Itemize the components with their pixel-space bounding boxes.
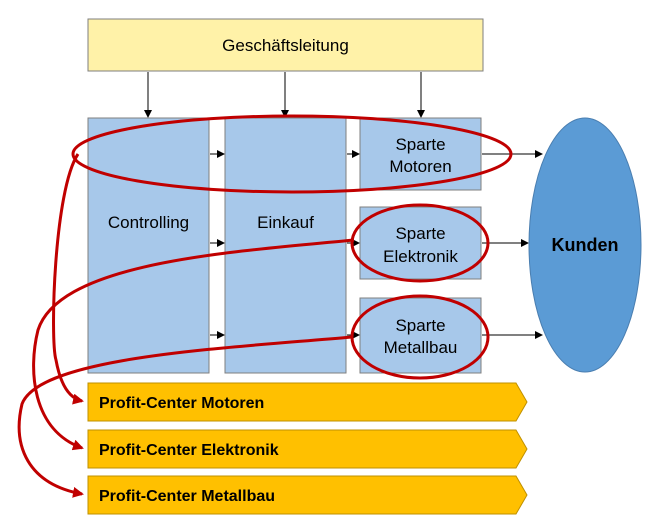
division-electronics-box: Sparte Elektronik <box>359 206 482 280</box>
customers-ellipse <box>528 117 642 373</box>
division-electronics-shape <box>359 206 482 280</box>
profit-center-metalwork-shape <box>87 475 528 515</box>
profit-center-electronics-label: Profit-Center Elektronik <box>99 442 279 459</box>
division-metalwork-shape <box>359 297 482 374</box>
management-arrows <box>144 72 425 118</box>
division-electronics-line1: Sparte <box>395 224 445 243</box>
profit-center-electronics: Profit-Center Elektronik <box>87 429 528 469</box>
profit-center-electronics-shape <box>87 429 528 469</box>
profit-center-motors-label: Profit-Center Motoren <box>99 395 264 412</box>
profit-center-links <box>17 153 355 498</box>
highlight-row-motors <box>71 114 513 194</box>
highlight-electronics <box>350 203 490 283</box>
profit-center-motors-shape <box>87 382 528 422</box>
controlling-box: Controlling <box>87 117 210 374</box>
controlling-box-shape <box>87 117 210 374</box>
link-motors-to-profit-center <box>52 153 84 405</box>
profit-center-metalwork: Profit-Center Metallbau <box>87 475 528 515</box>
link-electronics-to-profit-center <box>32 238 355 451</box>
management-box-shape <box>87 18 484 72</box>
division-electronics-line2: Elektronik <box>383 247 458 266</box>
link-metalwork-to-profit-center <box>17 335 353 498</box>
controlling-label: Controlling <box>108 213 189 232</box>
division-metalwork-line1: Sparte <box>395 316 445 335</box>
division-metalwork-line2: Metallbau <box>384 338 458 357</box>
customers-node: Kunden <box>528 117 642 373</box>
management-label: Geschäftsleitung <box>222 36 349 55</box>
management-box: Geschäftsleitung <box>87 18 484 72</box>
division-motors-line1: Sparte <box>395 135 445 154</box>
profit-center-motors: Profit-Center Motoren <box>87 382 528 422</box>
division-motors-line2: Motoren <box>389 157 451 176</box>
division-metalwork-box: Sparte Metallbau <box>359 297 482 374</box>
purchasing-label: Einkauf <box>257 213 314 232</box>
profit-center-metalwork-label: Profit-Center Metallbau <box>99 488 275 505</box>
customers-label: Kunden <box>552 235 619 255</box>
